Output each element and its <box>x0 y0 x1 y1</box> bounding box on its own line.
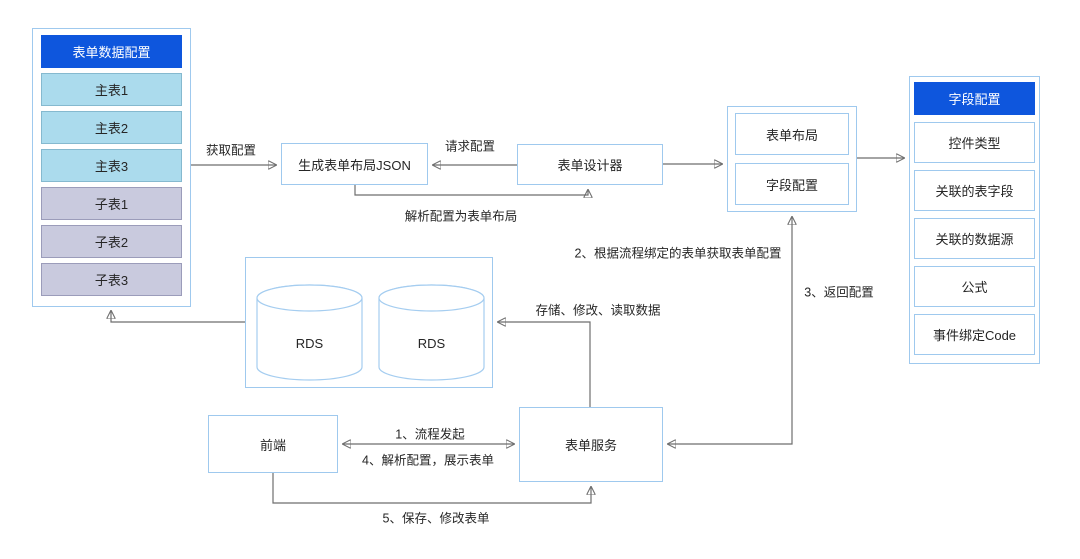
field-config-item-formula: 公式 <box>914 266 1035 307</box>
main-table-item-2: 主表2 <box>41 111 182 144</box>
rds-database-right: RDS <box>378 284 485 381</box>
sub-table-item-1: 子表1 <box>41 187 182 220</box>
field-config-item-related-field: 关联的表字段 <box>914 170 1035 211</box>
sub-table-item-3: 子表3 <box>41 263 182 296</box>
rds-database-left: RDS <box>256 284 363 381</box>
edge-label-step1-process-start: 1、流程发起 <box>395 427 465 442</box>
form-data-config-title: 表单数据配置 <box>41 35 182 68</box>
field-config-item-related-datasource: 关联的数据源 <box>914 218 1035 259</box>
edge-label-step4-parse-show: 4、解析配置，展示表单 <box>362 453 494 468</box>
field-config-panel: 字段配置 控件类型 关联的表字段 关联的数据源 公式 事件绑定Code <box>909 76 1040 364</box>
database-cylinder-icon <box>378 284 485 381</box>
edge-label-step3-return-config: 3、返回配置 <box>804 285 874 300</box>
edge-label-store-modify-read: 存储、修改、读取数据 <box>535 303 661 318</box>
form-service-node: 表单服务 <box>519 407 663 482</box>
rds-label: RDS <box>295 336 324 351</box>
layout-config-group: 表单布局 字段配置 <box>727 106 857 212</box>
edge-label-parse-to-layout: 解析配置为表单布局 <box>404 209 518 224</box>
form-data-config-panel: 表单数据配置 主表1 主表2 主表3 子表1 子表2 子表3 <box>32 28 191 307</box>
main-table-item-1: 主表1 <box>41 73 182 106</box>
edge-label-get-config: 获取配置 <box>205 143 257 158</box>
edge-label-request-config: 请求配置 <box>444 139 496 154</box>
edge-rds-to-data-config <box>111 311 245 323</box>
edge-label-step2-fetch-config: 2、根据流程绑定的表单获取表单配置 <box>574 246 782 261</box>
field-config-node: 字段配置 <box>735 163 849 205</box>
field-config-item-control-type: 控件类型 <box>914 122 1035 163</box>
edge-label-step5-save-modify: 5、保存、修改表单 <box>382 511 490 526</box>
rds-label: RDS <box>417 336 446 351</box>
edge-store-modify-read <box>498 322 591 407</box>
field-config-title: 字段配置 <box>914 82 1035 115</box>
frontend-node: 前端 <box>208 415 338 473</box>
rds-group: RDS RDS <box>245 257 493 388</box>
form-layout-node: 表单布局 <box>735 113 849 155</box>
main-table-item-3: 主表3 <box>41 149 182 182</box>
field-config-item-event-code: 事件绑定Code <box>914 314 1035 355</box>
edge-parse-to-layout <box>354 185 588 195</box>
form-designer-node: 表单设计器 <box>517 144 663 185</box>
sub-table-item-2: 子表2 <box>41 225 182 258</box>
generate-layout-json-node: 生成表单布局JSON <box>281 143 428 185</box>
database-cylinder-icon <box>256 284 363 381</box>
